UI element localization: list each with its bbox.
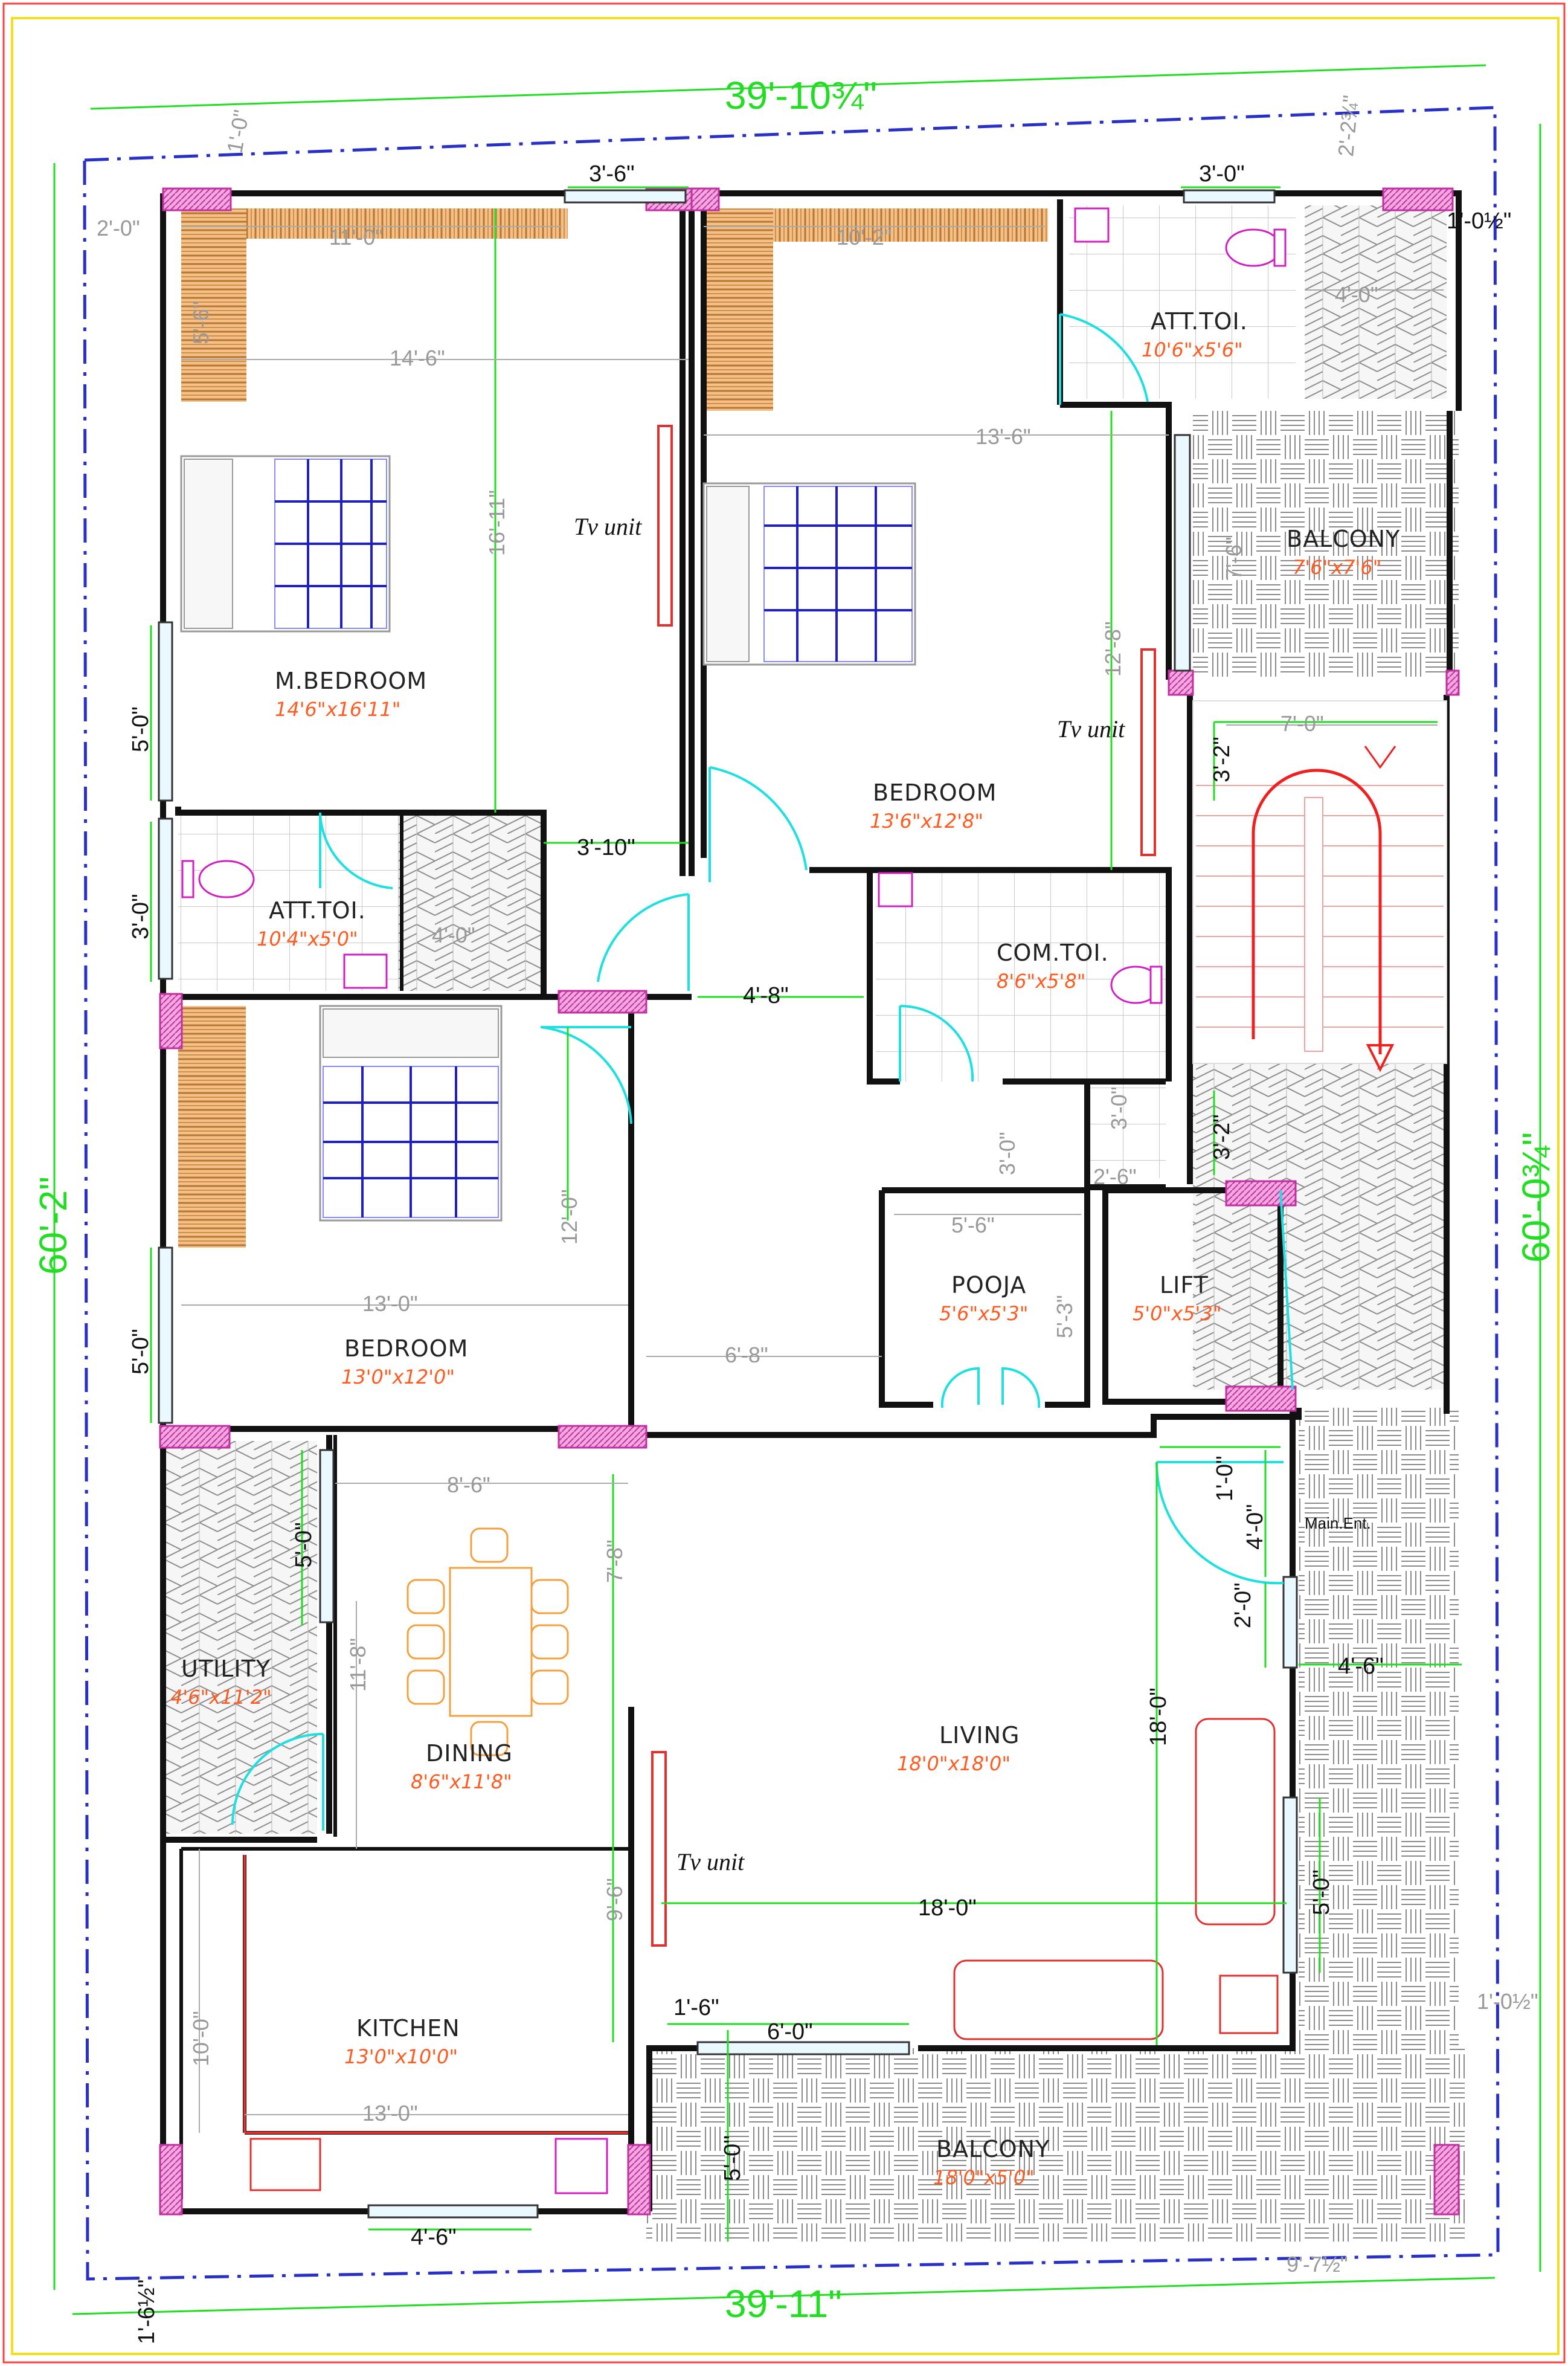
- overall-right-depth: 60'-0¾": [1514, 1132, 1558, 1263]
- dim-window-mbedroom: 3'-6": [589, 161, 635, 187]
- dim-grey-mbed-depth: 16'-11": [484, 490, 509, 556]
- room-name-mbedroom: M.BEDROOM: [275, 668, 427, 694]
- main-entrance-label: Main.Ent.: [1305, 1514, 1371, 1532]
- dim-grey-ne-offset: 2'-2¾": [1333, 94, 1363, 158]
- dim-grey-kitchen-width: 13'-0": [362, 2101, 418, 2126]
- dim-grey-nw-offset: 1'-0": [222, 108, 254, 155]
- room-size-balcony-north: 7'6"x7'6": [1293, 556, 1381, 579]
- dim-balcony-gap: 1'-6": [673, 1995, 719, 2020]
- dim-grey-mbed-width: 14'-6": [390, 346, 445, 370]
- bed-bedroom-north: [702, 482, 916, 666]
- dim-grey-pooja-depth: 5'-3": [1052, 1295, 1077, 1338]
- room-name-bedroom-south: BEDROOM: [344, 1335, 468, 1362]
- dim-grey-dining-width: 8'-6": [447, 1472, 490, 1497]
- dim-window-mbedroom-west: 5'-0": [128, 706, 153, 752]
- room-size-dining: 8'6"x11'8": [411, 1770, 512, 1793]
- dim-window-living-south: 6'-0": [767, 2019, 813, 2045]
- dim-grey-wardrobe-bed: 10'-2": [837, 225, 892, 250]
- room-name-balcony-north: BALCONY: [1287, 526, 1400, 552]
- room-size-bedroom-north: 13'6"x12'8": [870, 810, 983, 833]
- dim-living-depth: 18'-0": [1146, 1687, 1171, 1746]
- dim-stair-top: 3'-2": [1209, 737, 1235, 782]
- dim-grey-lobby-width: 6'-8": [725, 1343, 768, 1367]
- room-size-utility: 4'6"x11'2": [170, 1686, 272, 1709]
- dim-window-atttoi: 3'-0": [1199, 161, 1245, 187]
- dim-grey-kitchen-depth: 10'-0": [188, 2011, 213, 2066]
- room-name-dining: DINING: [426, 1740, 513, 1767]
- dim-grey-lobby-depth: 3'-0": [995, 1132, 1020, 1175]
- dim-grey-shower-west: 4'-0": [432, 923, 475, 947]
- dim-grey-wardrobe-mbed: 11'-0": [329, 225, 383, 250]
- dim-balcony-depth: 5'-0": [720, 2135, 745, 2181]
- tv-unit-label-bedroom: Tv unit: [1057, 715, 1125, 743]
- bed-mbedroom: [180, 455, 391, 633]
- dim-window-kitchen: 4'-6": [411, 2225, 457, 2250]
- room-size-atttoi-north: 10'6"x5'6": [1142, 338, 1243, 361]
- dim-window-bedroom-west: 5'-0": [128, 1329, 153, 1375]
- room-name-pooja: POOJA: [951, 1272, 1026, 1298]
- room-size-pooja: 5'6"x5'3": [939, 1302, 1028, 1325]
- dim-door-mbedroom: 3'-10": [577, 835, 635, 860]
- dim-grey-east-offset: 1'-0½": [1477, 1989, 1538, 2014]
- bed-bedroom-south: [319, 1005, 503, 1222]
- dim-window-utility: 5'-0": [291, 1522, 316, 1568]
- dim-entry-1: 1'-0": [1212, 1455, 1238, 1501]
- dim-window-atttoi-west: 3'-0": [128, 894, 153, 940]
- dim-grey-duct-width: 2'-6": [1093, 1164, 1137, 1189]
- dim-window-living-east: 5'-0": [1309, 1869, 1334, 1915]
- dim-grey-dining-upper: 7'-8": [602, 1539, 627, 1583]
- dim-grey-se-offset: 9'-7½": [1287, 2252, 1348, 2277]
- room-name-atttoi-north: ATT.TOI.: [1151, 308, 1248, 335]
- dim-grey-wardrobe-side: 5'-6": [188, 301, 213, 344]
- room-size-living: 18'0"x18'0": [897, 1752, 1011, 1775]
- dim-living-width: 18'-0": [918, 1895, 977, 1921]
- tv-unit-label-living: Tv unit: [676, 1848, 745, 1875]
- dim-entry-width: 4'-6": [1338, 1654, 1384, 1679]
- room-name-utility: UTILITY: [181, 1655, 271, 1682]
- dim-grey-dining-lower: 9'-6": [602, 1878, 627, 1921]
- dim-southwest-offset: 1'-6½": [134, 2280, 159, 2344]
- room-name-living: LIVING: [939, 1722, 1020, 1749]
- room-size-lift: 5'0"x5'3": [1133, 1302, 1221, 1325]
- room-name-comtoi: COM.TOI.: [997, 940, 1109, 966]
- overall-top-width: 39'-10¾": [725, 74, 877, 117]
- dim-grey-balcony-depth: 7'-6": [1221, 537, 1246, 580]
- dim-grey-pooja-width: 5'-6": [951, 1213, 995, 1237]
- dim-north-offset: 1'-0½": [1447, 208, 1511, 234]
- dim-grey-west-offset: 2'-0": [97, 216, 140, 240]
- room-name-atttoi-west: ATT.TOI.: [269, 897, 366, 924]
- room-name-bedroom-north: BEDROOM: [873, 779, 997, 806]
- dim-entry-2: 2'-0": [1230, 1582, 1256, 1628]
- dim-grey-bed-width: 13'-6": [975, 424, 1031, 449]
- dim-grey-bedroom-depth: 12'-0": [557, 1189, 582, 1245]
- room-size-kitchen: 13'0"x10'0": [344, 2045, 458, 2068]
- room-name-lift: LIFT: [1160, 1272, 1209, 1298]
- room-size-balcony-south: 18'0"x5'0": [933, 2166, 1035, 2189]
- dim-grey-stair-width: 7'-0": [1280, 711, 1324, 736]
- dim-grey-dining-depth: 11'-8": [345, 1638, 370, 1692]
- room-size-comtoi: 8'6"x5'8": [997, 970, 1085, 993]
- room-size-mbedroom: 14'6"x16'11": [275, 698, 400, 721]
- dim-passage: 4'-8": [743, 983, 789, 1008]
- dim-grey-bed-depth: 12'-8": [1100, 621, 1125, 677]
- room-size-bedroom-south: 13'0"x12'0": [341, 1365, 455, 1388]
- room-name-balcony-south: BALCONY: [936, 2136, 1050, 2162]
- tv-unit-label-mbedroom: Tv unit: [574, 513, 642, 540]
- room-name-kitchen: KITCHEN: [356, 2015, 460, 2042]
- room-size-atttoi-west: 10'4"x5'0": [257, 927, 358, 950]
- overall-left-depth: 60'-2": [31, 1176, 75, 1275]
- dim-grey-duct-depth: 3'-0": [1107, 1086, 1131, 1130]
- dim-grey-shower-north: 4'-0": [1335, 282, 1378, 307]
- dim-stair-bottom: 3'-2": [1209, 1114, 1235, 1160]
- dim-grey-bedroom-width: 13'-0": [362, 1291, 418, 1316]
- dim-entry-door: 4'-0": [1242, 1504, 1268, 1550]
- overall-bottom-width: 39'-11": [725, 2282, 842, 2326]
